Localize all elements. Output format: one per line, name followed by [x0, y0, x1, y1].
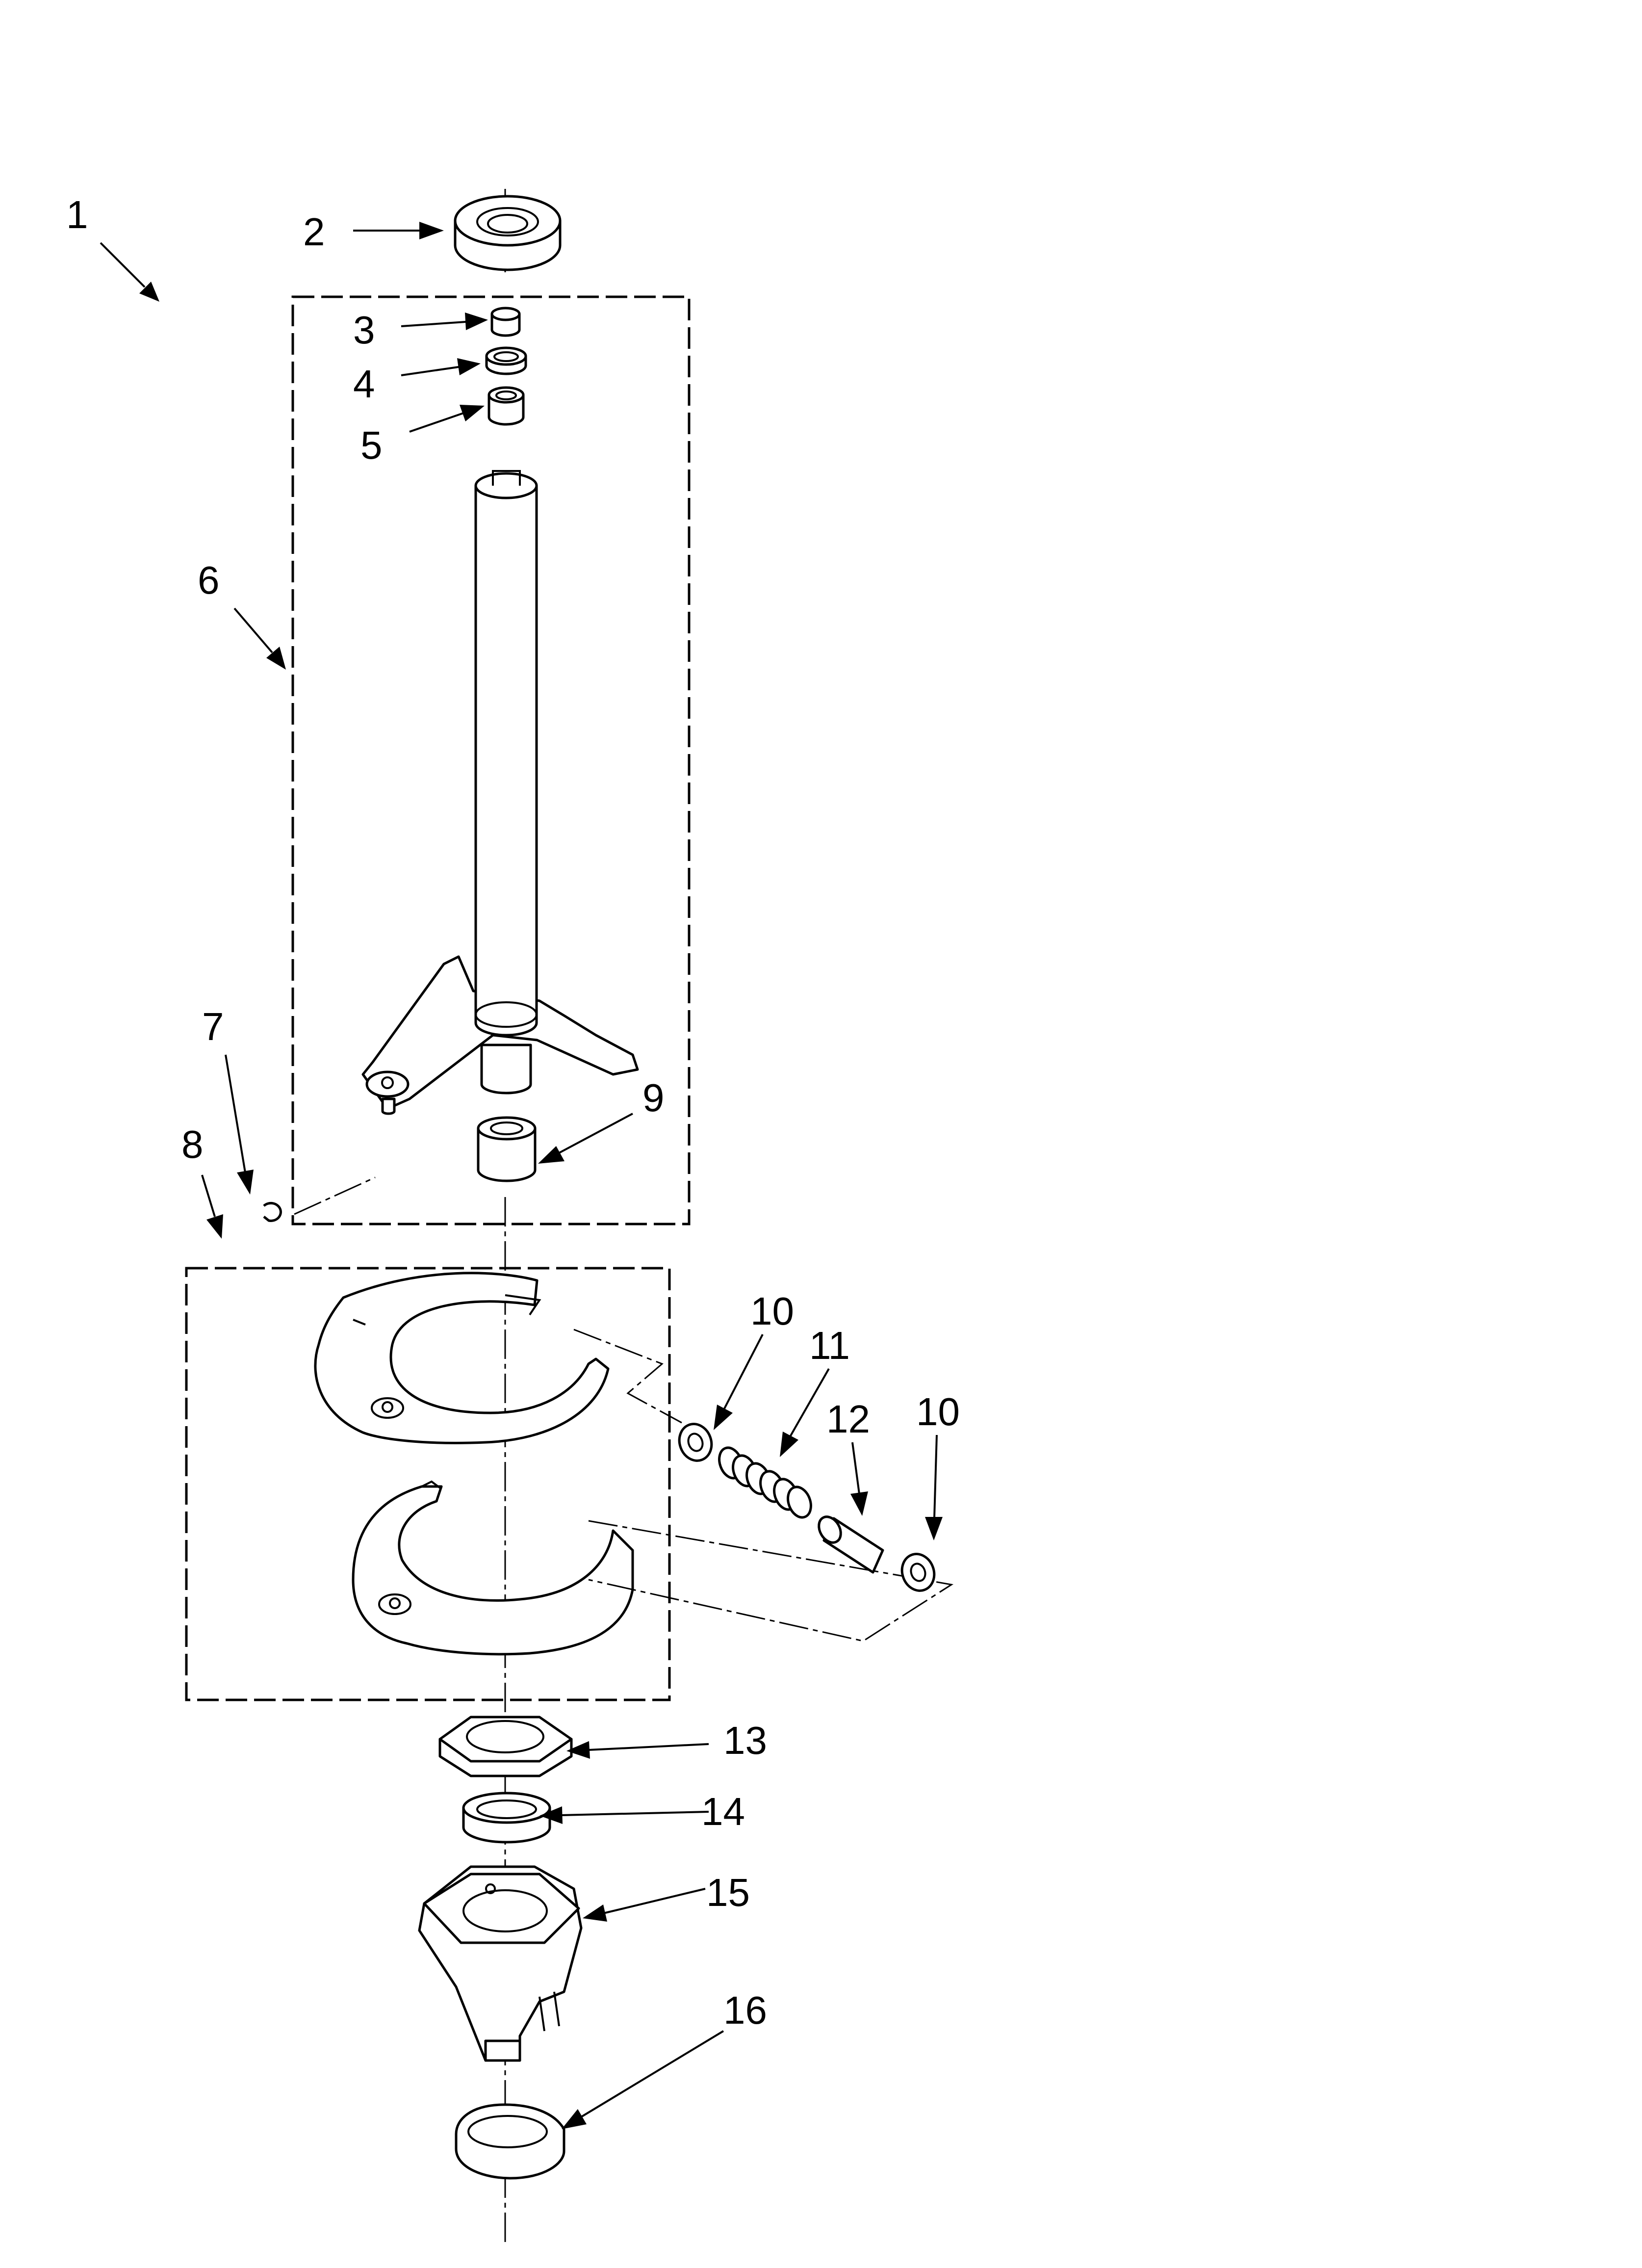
- washer-left-part: [678, 1423, 713, 1462]
- brake-shoe-upper-part: [314, 1272, 610, 1444]
- clip-part: [263, 1202, 282, 1222]
- callout-16: 16: [723, 1988, 767, 2032]
- callout-2: 2: [303, 210, 325, 254]
- cam-ring-part: [462, 1792, 551, 1844]
- callout-12: 12: [826, 1397, 870, 1441]
- callout-14: 14: [701, 1790, 745, 1833]
- callout-8: 8: [181, 1122, 204, 1166]
- brake-yoke-part: [418, 1865, 583, 2062]
- callout-15: 15: [706, 1871, 750, 1914]
- ring-part: [485, 346, 527, 375]
- brake-assembly-box: [185, 1267, 671, 1701]
- lower-bushing-part: [477, 1116, 537, 1182]
- callout-leaders: [100, 222, 943, 2129]
- callout-11: 11: [809, 1324, 850, 1367]
- pin-part: [818, 1515, 884, 1574]
- brake-assembly-leaders: [573, 1329, 954, 1642]
- washer-right-part: [900, 1553, 936, 1592]
- bushing-part: [487, 386, 525, 426]
- callout-labels: 1 2 3 4 5 6 7 8 9 10 11 12 10 13 14 15 1…: [66, 193, 960, 2032]
- bearing-part: [490, 307, 521, 337]
- seal-part: [454, 195, 562, 271]
- callout-1: 1: [66, 193, 88, 236]
- callout-4: 4: [353, 362, 375, 406]
- callout-10-right: 10: [916, 1390, 960, 1434]
- callout-3: 3: [353, 308, 375, 352]
- spring-part: [718, 1446, 812, 1519]
- callout-5: 5: [360, 423, 383, 467]
- callout-6: 6: [198, 558, 220, 602]
- callout-7: 7: [202, 1005, 224, 1048]
- brake-shoe-lower-part: [352, 1480, 634, 1656]
- agitator-shaft-part: [361, 470, 639, 1115]
- callout-10-left: 10: [750, 1289, 794, 1333]
- callout-13: 13: [723, 1719, 767, 1762]
- cam-part: [438, 1716, 573, 1777]
- agitator-shaft-assembly-box: [291, 295, 691, 1225]
- callout-9: 9: [642, 1076, 665, 1120]
- snap-ring-part: [455, 2103, 565, 2180]
